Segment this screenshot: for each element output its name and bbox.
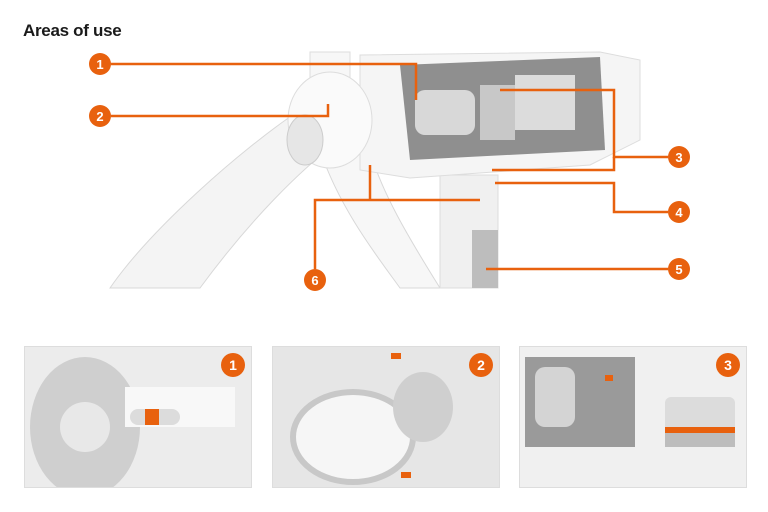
wind-turbine-diagram: 1 2 3 4 5 6 bbox=[89, 51, 690, 291]
svg-text:6: 6 bbox=[311, 273, 318, 288]
marker-5[interactable]: 5 bbox=[668, 258, 690, 280]
flange-bearing-image bbox=[25, 347, 251, 487]
svg-text:3: 3 bbox=[675, 150, 682, 165]
svg-text:2: 2 bbox=[96, 109, 103, 124]
thumbnail-badge: 1 bbox=[221, 353, 245, 377]
marker-1[interactable]: 1 bbox=[89, 53, 111, 75]
marker-6[interactable]: 6 bbox=[304, 269, 326, 291]
page-title: Areas of use bbox=[23, 21, 122, 40]
thumbnail-2[interactable]: 2 bbox=[272, 346, 500, 488]
thumbnail-1[interactable]: 1 bbox=[24, 346, 252, 488]
hub-interior-image bbox=[273, 347, 499, 487]
svg-text:5: 5 bbox=[675, 262, 682, 277]
svg-text:4: 4 bbox=[675, 205, 683, 220]
marker-3[interactable]: 3 bbox=[668, 146, 690, 168]
marker-4[interactable]: 4 bbox=[668, 201, 690, 223]
svg-text:1: 1 bbox=[96, 57, 103, 72]
thumbnail-3[interactable]: 3 bbox=[519, 346, 747, 488]
drivetrain-image bbox=[520, 347, 746, 487]
thumbnail-badge: 2 bbox=[469, 353, 493, 377]
thumbnail-badge: 3 bbox=[716, 353, 740, 377]
marker-2[interactable]: 2 bbox=[89, 105, 111, 127]
